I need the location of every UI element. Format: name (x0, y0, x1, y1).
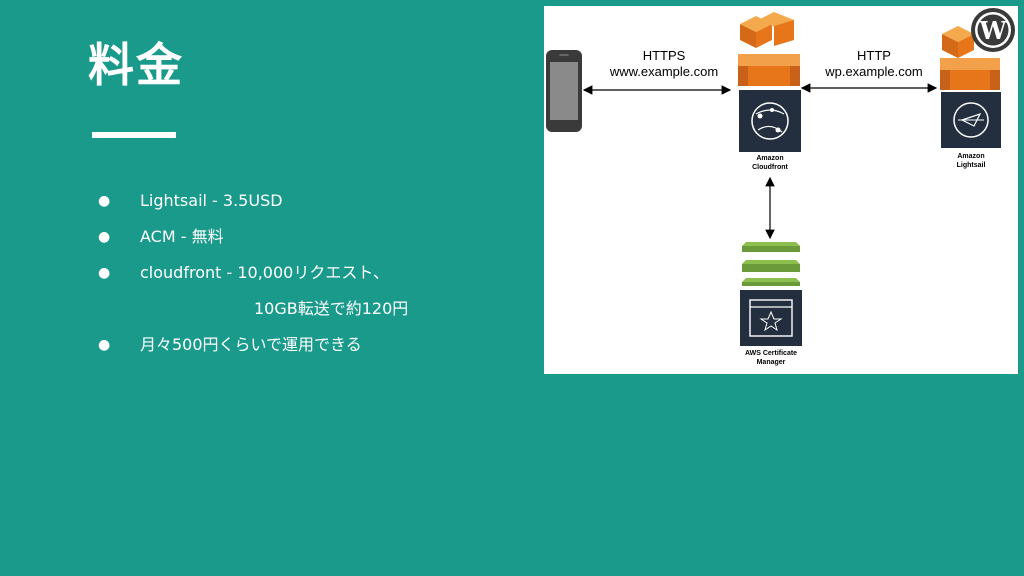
cloudfront-icon (739, 90, 801, 152)
acm-label-line1: AWS Certificate (744, 350, 798, 357)
lightsail-label-line1: Amazon (957, 153, 985, 160)
lightsail-icon (941, 92, 1001, 148)
acm-label-line2: Manager (756, 359, 786, 366)
smartphone-icon (546, 50, 582, 132)
cloudfront-label-line1: Amazon (756, 155, 784, 162)
bullet-marker: ● (98, 193, 111, 209)
http-protocol-label: HTTP (857, 48, 891, 63)
bullet-marker: ● (98, 229, 111, 245)
http-domain-label: wp.example.com (825, 64, 923, 79)
https-domain-label: www.example.com (609, 64, 719, 79)
bullet-continuation: 10GB転送で約120円 (98, 294, 518, 330)
slide-title: 料金 (88, 38, 184, 92)
lightsail-label: Amazon Lightsail (932, 152, 1010, 170)
http-link-label: HTTP wp.example.com (814, 48, 934, 80)
aws-stack-icon (940, 26, 1000, 90)
cloudfront-label: Amazon Cloudfront (730, 154, 810, 172)
bullet-text: 10GB転送で約120円 (254, 299, 409, 318)
architecture-diagram: W (544, 6, 1018, 374)
cloudfront-label-line2: Cloudfront (752, 164, 788, 171)
bullet-marker: ● (98, 265, 111, 281)
acm-icon (740, 290, 802, 346)
acm-label: AWS Certificate Manager (726, 349, 816, 367)
bullet-item: ● cloudfront - 10,000リクエスト、 (98, 258, 518, 294)
title-underline (92, 132, 176, 138)
lightsail-label-line2: Lightsail (956, 162, 986, 169)
bullet-item: ● Lightsail - 3.5USD (98, 186, 518, 222)
bullet-text: cloudfront - 10,000リクエスト、 (140, 263, 390, 282)
svg-text:W: W (979, 16, 1008, 45)
acm-stack-icon (742, 242, 800, 286)
https-protocol-label: HTTPS (642, 48, 686, 63)
bullet-item: ● 月々500円くらいで運用できる (98, 330, 518, 366)
diagram-graphics: W (546, 8, 1015, 346)
wordpress-logo-icon: W (971, 8, 1015, 52)
aws-stack-icon (738, 12, 800, 86)
bullet-text: ACM - 無料 (140, 227, 224, 246)
https-link-label: HTTPS www.example.com (604, 48, 724, 80)
bullet-item: ● ACM - 無料 (98, 222, 518, 258)
bullet-text: 月々500円くらいで運用できる (140, 335, 362, 354)
bullet-list: ● Lightsail - 3.5USD ● ACM - 無料 ● cloudf… (98, 186, 518, 366)
bullet-marker: ● (98, 337, 111, 353)
bullet-text: Lightsail - 3.5USD (140, 191, 283, 210)
